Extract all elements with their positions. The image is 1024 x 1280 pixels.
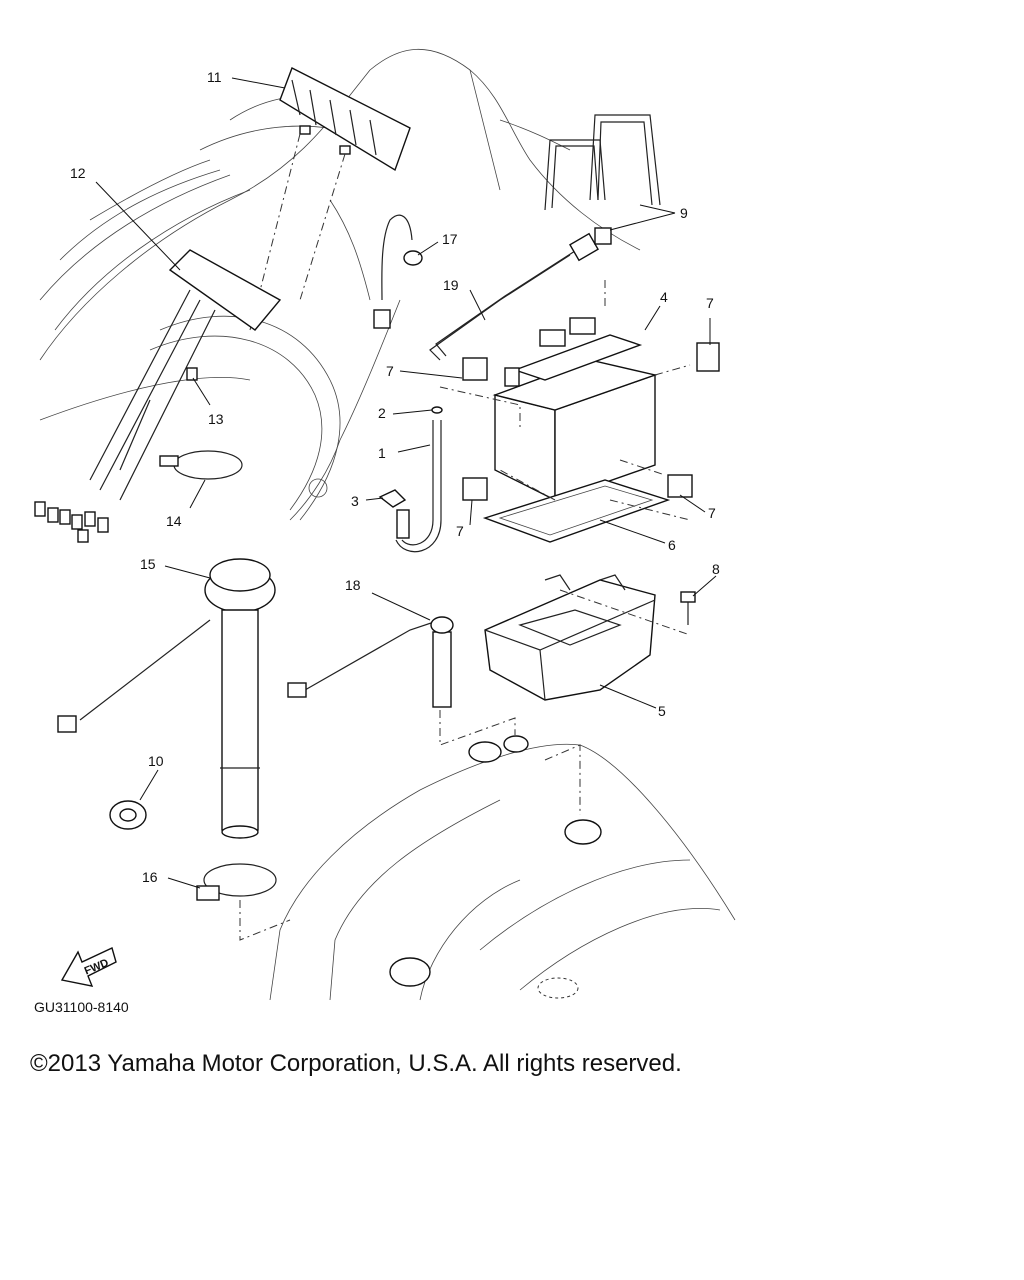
pads-7 [462,342,720,501]
callout-6: 6 [668,537,676,553]
callout-7c: 7 [456,523,464,539]
sender-unit-18 [287,616,454,708]
hose-clamp-16 [196,863,277,901]
grommet-10 [109,800,147,830]
callout-18: 18 [345,577,361,593]
battery-4 [492,317,658,502]
callout-10: 10 [148,753,164,769]
battery-bands-9 [544,114,661,211]
callout-5: 5 [658,703,666,719]
fuel-pump-15 [57,558,276,839]
callout-4: 4 [660,289,668,305]
fuel-tank [269,735,736,1001]
copyright-notice: ©2013 Yamaha Motor Corporation, U.S.A. A… [30,1050,682,1077]
battery-mat-6 [482,479,671,543]
callout-8: 8 [712,561,720,577]
reference-lines [239,280,691,941]
callout-19: 19 [443,277,459,293]
callout-labels: 1 2 3 4 5 6 7 7 7 7 8 9 10 11 12 13 14 1… [70,69,720,885]
callout-9: 9 [680,205,688,221]
drawing-code: GU31100-8140 [34,999,129,1015]
clamp-13 [186,367,198,381]
callout-15: 15 [140,556,156,572]
wire-harness [34,249,282,543]
parts-diagram: FWD 1 2 3 4 5 6 7 7 7 7 8 9 10 11 12 13 … [34,48,736,1015]
leader-lines [95,77,717,889]
meter-assembly [249,67,411,331]
callout-17: 17 [442,231,458,247]
callout-1: 1 [378,445,386,461]
fwd-arrow-icon: FWD [60,947,117,987]
callout-11: 11 [207,69,222,85]
vent-tube-1 [378,406,443,553]
breather-hose-19 [429,227,612,361]
sensor-17 [373,214,423,329]
callout-2: 2 [378,405,386,421]
callout-7a: 7 [386,363,394,379]
callout-12: 12 [70,165,86,181]
cable-tie-14 [159,450,243,480]
callout-16: 16 [142,869,158,885]
callout-7b: 7 [706,295,714,311]
callout-7d: 7 [708,505,716,521]
bolt-8 [680,591,696,625]
callout-3: 3 [351,493,359,509]
callout-14: 14 [166,513,182,529]
battery-box-5 [484,574,656,701]
callout-13: 13 [208,411,224,427]
